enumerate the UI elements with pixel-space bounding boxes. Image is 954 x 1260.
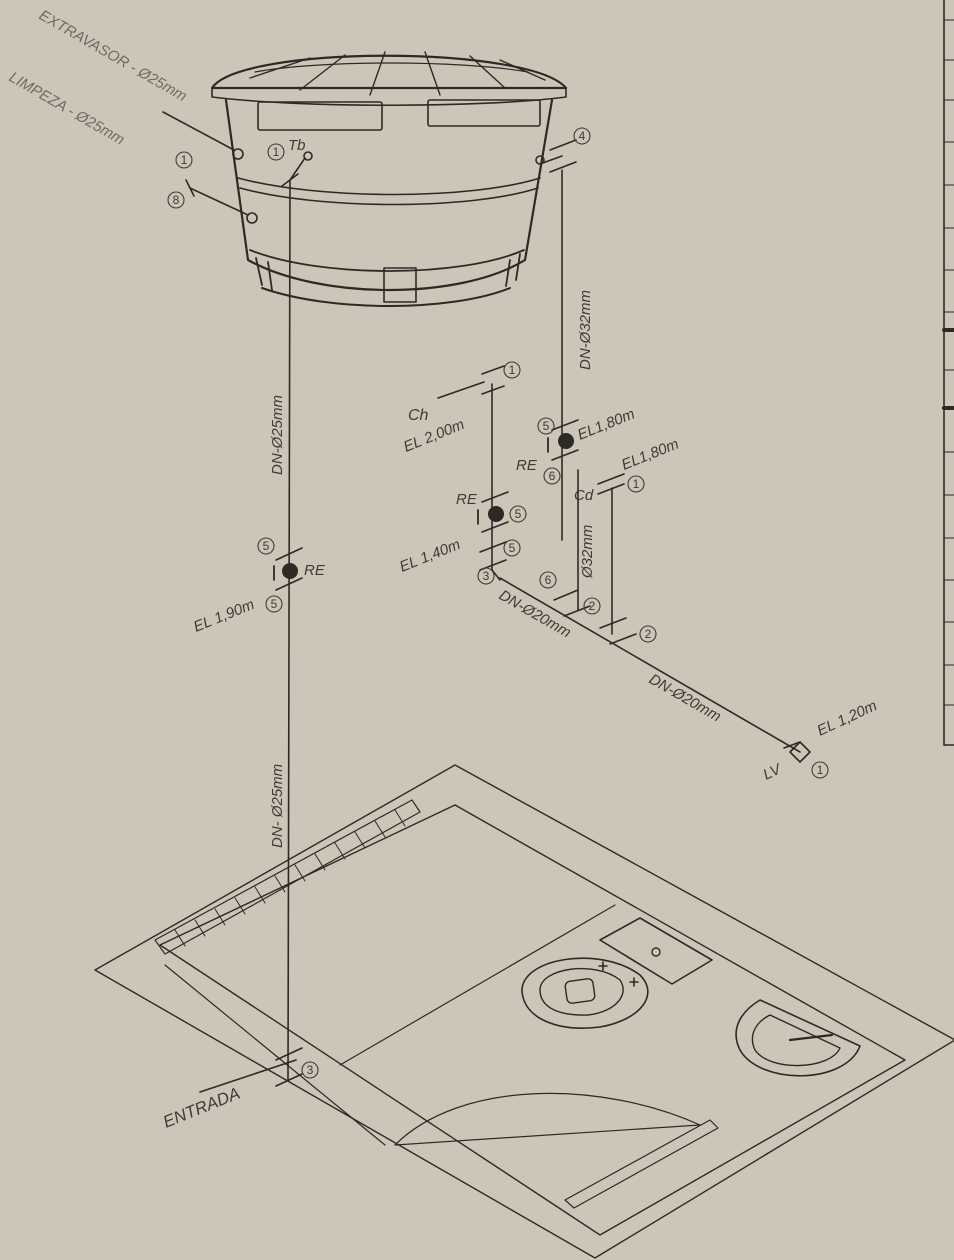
- label-ch: Ch: [408, 407, 429, 424]
- marker-re-right-bot: 6: [549, 469, 556, 483]
- legend-table-fragment: [942, 0, 954, 746]
- marker-limpeza-8: 8: [173, 193, 180, 207]
- water-tank: [210, 51, 568, 307]
- marker-re-mid-top: 5: [515, 507, 522, 521]
- marker-tee-6: 6: [545, 573, 552, 587]
- bathroom-floor-plan: [94, 764, 954, 1259]
- marker-tee-2a: 2: [589, 599, 596, 613]
- label-cd: Cd: [574, 487, 594, 504]
- label-re-main: RE: [304, 562, 326, 579]
- label-extravasor: EXTRAVASOR - Ø25mm: [36, 7, 190, 105]
- label-el-lv: EL 1,20m: [815, 697, 880, 739]
- overflow-cleaning-pipes: [162, 111, 249, 216]
- sink-symbol: [735, 999, 861, 1077]
- marker-limpeza-1: 1: [181, 153, 188, 167]
- main-riser: [199, 157, 306, 1093]
- toilet-symbol: [521, 917, 713, 1029]
- marker-tee-2b: 2: [645, 627, 652, 641]
- label-el-cd: EL1,80m: [619, 435, 681, 473]
- label-dn25-lower: DN- Ø25mm: [269, 764, 286, 848]
- marker-lv: 1: [817, 763, 824, 777]
- label-el-main: EL 1,90m: [191, 596, 257, 636]
- label-dn20-b: DN-Ø20mm: [646, 671, 724, 726]
- pipe-labels: EXTRAVASOR - Ø25mm LIMPEZA - Ø25mm Tb DN…: [6, 7, 880, 1132]
- shower-branch: [437, 365, 509, 581]
- marker-main-bot: 5: [271, 597, 278, 611]
- label-dn25-upper: DN-Ø25mm: [269, 395, 286, 475]
- label-el-mid: EL 1,40m: [397, 536, 463, 576]
- marker-re-mid-bot: 5: [509, 541, 516, 555]
- marker-main-top: 5: [263, 539, 270, 553]
- label-tb: Tb: [288, 137, 306, 154]
- marker-cd: 1: [633, 477, 640, 491]
- label-lv: LV: [761, 760, 786, 784]
- label-re-right: RE: [516, 457, 538, 474]
- distribution-line: [499, 473, 811, 763]
- marker-tb: 1: [273, 145, 280, 159]
- label-dn32: DN-Ø32mm: [577, 290, 594, 370]
- label-limpeza: LIMPEZA - Ø25mm: [6, 69, 127, 149]
- marker-entrada: 3: [307, 1063, 314, 1077]
- right-riser: [539, 139, 579, 611]
- marker-elbow-3: 3: [483, 569, 490, 583]
- marker-ch: 1: [509, 363, 516, 377]
- fitting-markers: 1 8 1 4 1 5 6 1 5 5 3 6 2 2 5 5 1 3: [167, 127, 829, 1079]
- label-el-right: EL1,80m: [575, 405, 637, 443]
- label-dn32-short: Ø32mm: [579, 525, 596, 579]
- marker-re-right-top: 5: [543, 419, 550, 433]
- label-re-mid: RE: [456, 491, 478, 508]
- marker-top-right: 4: [579, 129, 586, 143]
